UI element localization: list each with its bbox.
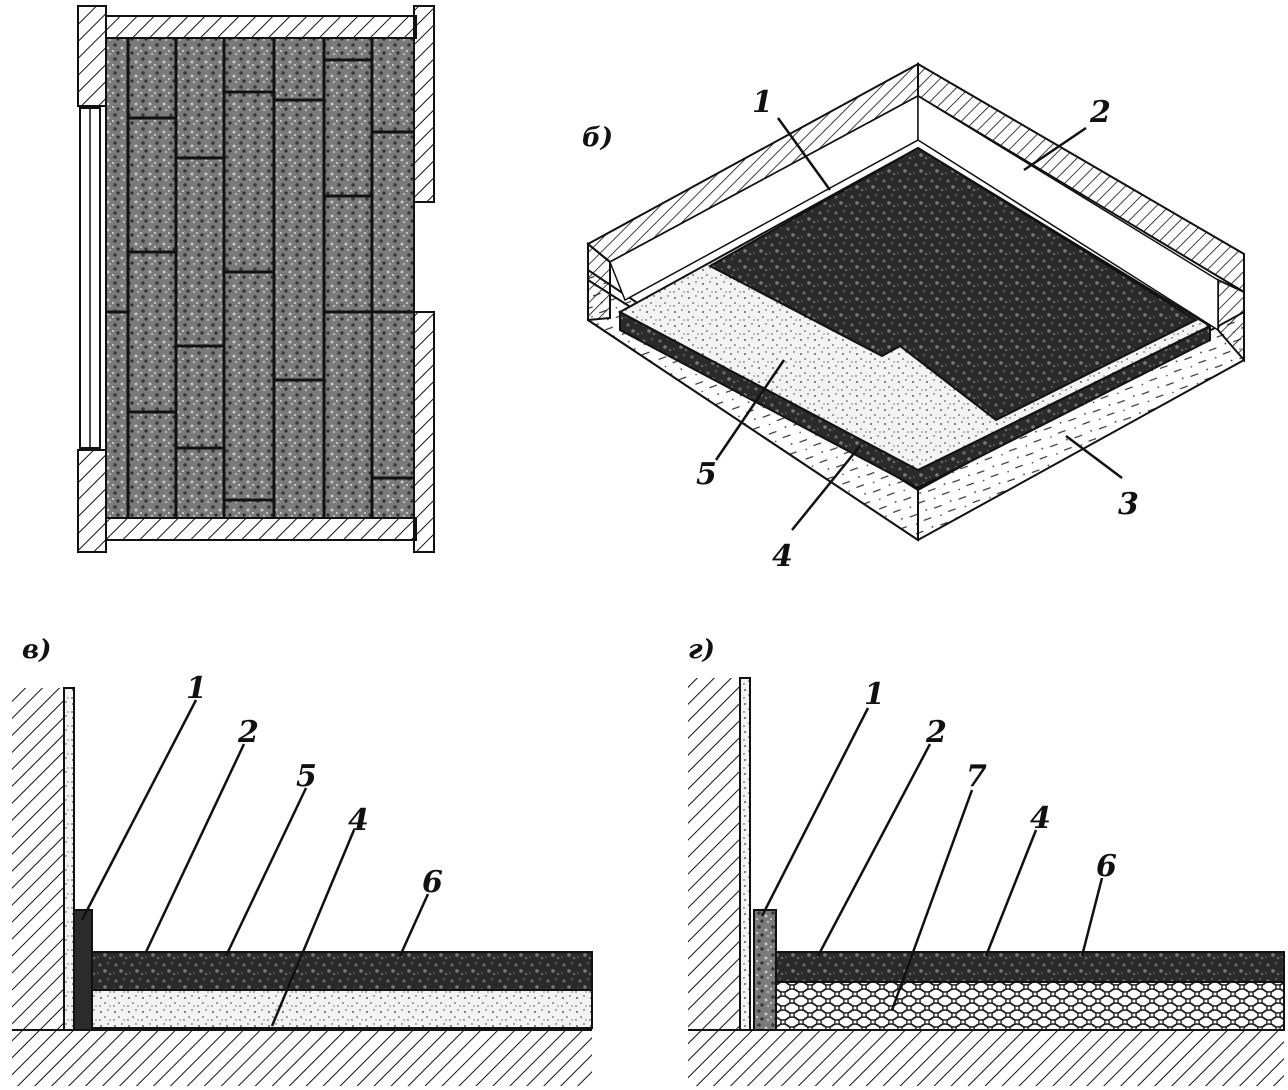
callout-line-4 [791,445,861,531]
plaster-g [739,677,751,1031]
callout-line-1 [776,117,832,191]
skirting-v [73,909,93,1031]
callout-5: 5 [696,457,717,492]
bottom-wall [105,517,417,541]
covering-layer-g [775,951,1285,983]
skirting-g [753,909,777,1031]
isometric-panel: б) 1 2 3 4 5 [582,62,1245,574]
callout-line-3 [1065,435,1123,479]
callout-v-6: 6 [422,865,443,900]
callout-v-5: 5 [296,759,317,794]
base-slab-g [688,1030,1284,1086]
panel-letter-g: г) [688,635,715,665]
callout-2: 2 [1089,95,1111,130]
callout-v-1: 1 [186,671,207,706]
underlay-layer-v [91,989,593,1029]
right-wall-top [413,5,435,203]
section-panel-g: г) 1 2 7 4 6 [688,635,1285,1086]
panel-letter-b: б) [582,123,613,153]
right-wall-bottom [413,311,435,553]
left-wall-bottom [77,449,107,553]
callout-g-1: 1 [864,677,885,712]
callout-line-5 [714,359,786,461]
base-slab-v [12,1030,592,1086]
callout-1: 1 [752,85,773,120]
foam-layer-g [775,981,1285,1031]
callout-g-2: 2 [925,715,947,750]
callout-3: 3 [1118,487,1139,522]
callout-g-6: 6 [1096,849,1117,884]
plaster-v [63,687,75,1031]
callout-g-7: 7 [966,759,987,794]
callout-line-2 [1023,126,1087,172]
covering-layer-v [91,951,593,991]
callout-g-4: 4 [1030,801,1051,836]
tiled-floor [105,37,415,519]
plan-view-panel [77,5,435,553]
callout-v-4: 4 [348,803,369,838]
wall-hatch-g [688,678,740,1030]
left-wall-top [77,5,107,107]
section-panel-v: в) 1 2 5 4 6 [12,635,593,1086]
callout-v-2: 2 [237,715,259,750]
floor-covering [707,146,1199,422]
wall-hatch-v [12,688,64,1030]
panel-letter-v: в) [22,635,51,665]
callout-4: 4 [772,539,793,574]
tile-joints [106,38,414,518]
top-wall [105,15,417,39]
